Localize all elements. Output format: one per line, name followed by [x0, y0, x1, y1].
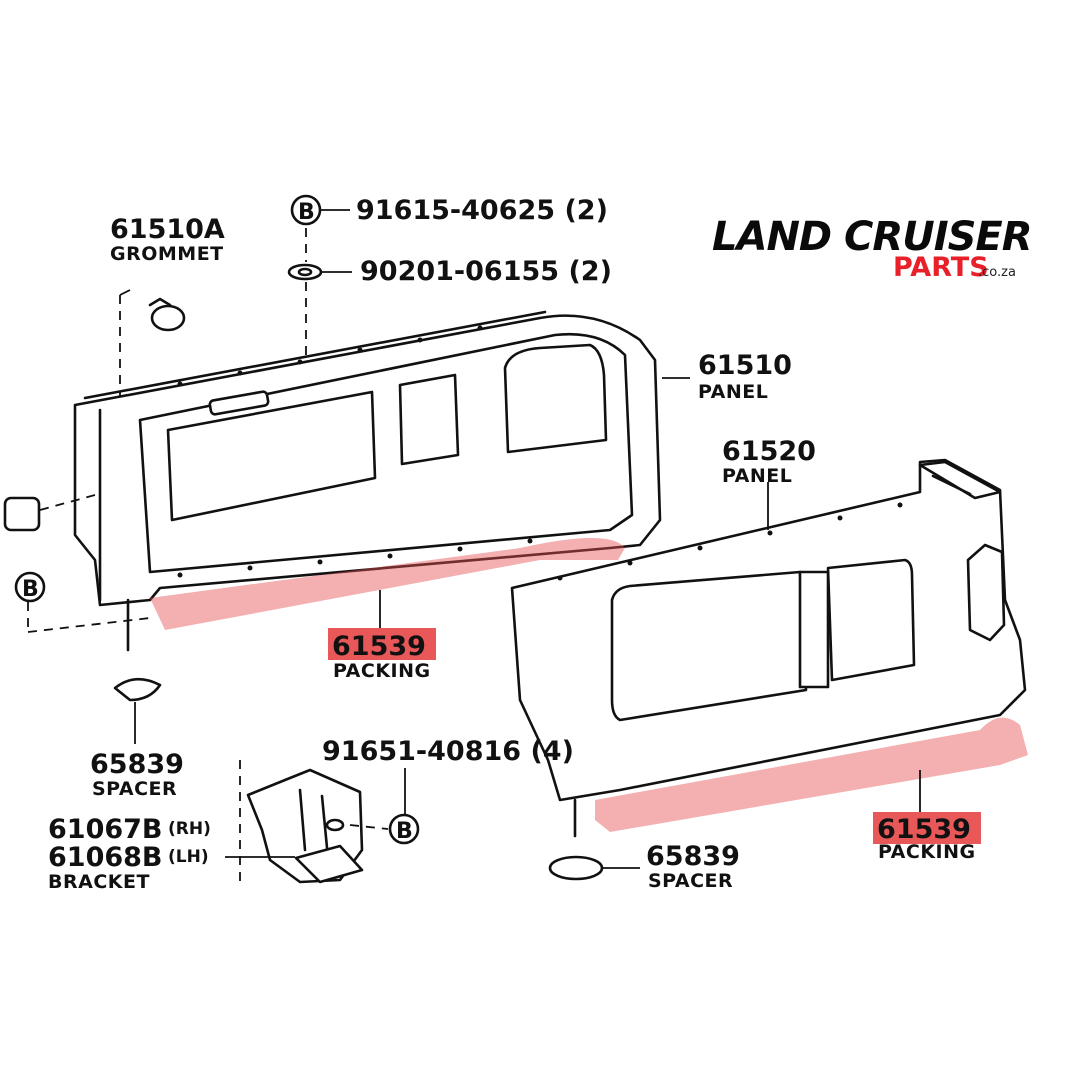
panel-right-code: 61520 — [722, 436, 816, 467]
grommet-icon — [148, 297, 186, 332]
logo-subtitle: PARTS — [893, 252, 989, 283]
packing-right-code: 61539 — [877, 814, 971, 845]
spacer-left-icon — [113, 677, 162, 702]
bolt-b-marker-bottom: B — [388, 813, 420, 845]
bracket-rh-side: (RH) — [168, 819, 211, 839]
bracket-lh-code: 61068B — [48, 842, 163, 873]
logo-domain: .co.za — [978, 265, 1016, 280]
panel-61510-drawing — [73, 310, 662, 652]
spacer-right-code: 65839 — [646, 841, 740, 872]
bracket-lh-side: (LH) — [168, 847, 209, 867]
packing-left-highlight — [150, 538, 625, 630]
packing-left-code: 61539 — [332, 631, 426, 662]
bolt-bottom-code: 91651-40816 (4) — [322, 736, 574, 767]
bracket-rh-code: 61067B — [48, 814, 163, 845]
panel-61520-drawing — [510, 458, 1027, 838]
spacer-right-icon — [548, 855, 604, 881]
panel-left-code: 61510 — [698, 350, 792, 381]
svg-text:B: B — [396, 819, 413, 844]
packing-right-highlight — [595, 717, 1028, 832]
panel-left-name: PANEL — [698, 381, 768, 403]
packing-left-badge — [328, 628, 436, 660]
svg-text:B: B — [22, 577, 39, 602]
spacer-right-name: SPACER — [648, 870, 733, 892]
bolt-b-marker-top: B — [290, 194, 322, 226]
bolt-b-marker-left: B — [14, 571, 46, 603]
grommet-name: GROMMET — [110, 243, 224, 265]
logo-title: LAND CRUISER — [712, 214, 1032, 260]
panel-right-name: PANEL — [722, 465, 792, 487]
packing-left-name: PACKING — [333, 660, 431, 682]
latch-icon — [3, 496, 41, 532]
svg-text:B: B — [298, 200, 315, 225]
grommet-code: 61510A — [110, 214, 225, 245]
bracket-drawing — [246, 768, 364, 884]
bolt-top-code: 91615-40625 (2) — [356, 195, 608, 226]
spacer-left-code: 65839 — [90, 749, 184, 780]
spacer-left-name: SPACER — [92, 778, 177, 800]
washer-icon — [287, 263, 323, 281]
washer-code: 90201-06155 (2) — [360, 256, 612, 287]
packing-right-name: PACKING — [878, 841, 976, 863]
brand-logo[interactable]: LAND CRUISER PARTS .co.za — [712, 214, 1033, 283]
packing-right-badge — [873, 812, 981, 844]
bracket-name: BRACKET — [48, 871, 150, 893]
